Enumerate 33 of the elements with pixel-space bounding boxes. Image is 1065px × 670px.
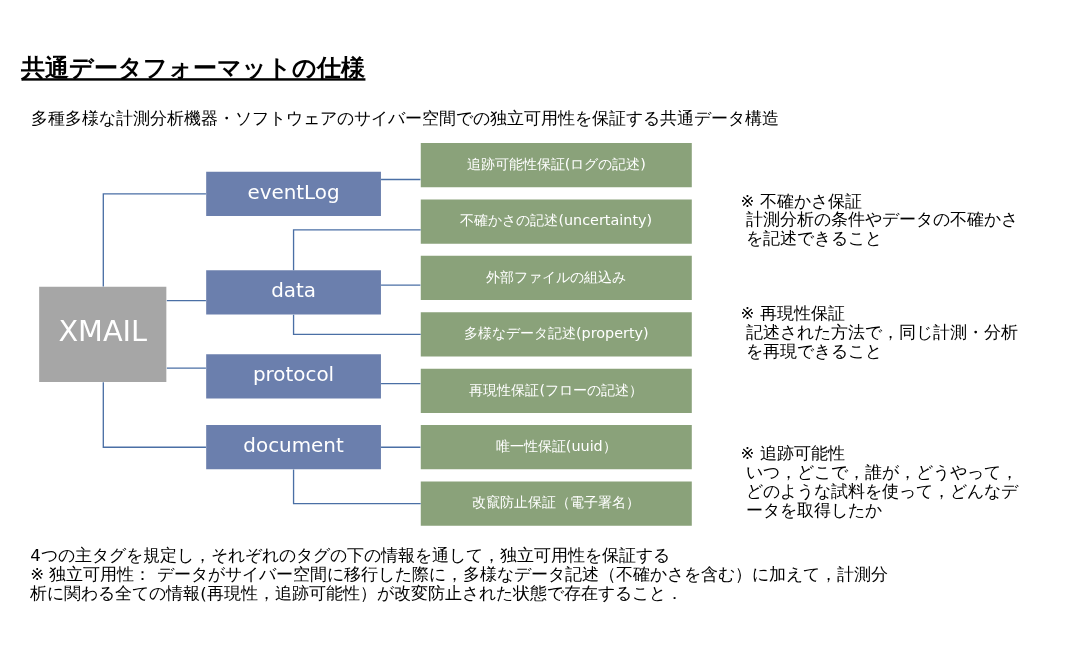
node-box: 追跡可能性保証(ログの記述) — [420, 142, 692, 187]
connector — [380, 382, 422, 384]
node-box: 不確かさの記述(uncertainty) — [420, 198, 692, 244]
connector — [102, 192, 207, 287]
label: ※ 追跡可能性 — [740, 443, 845, 463]
connector — [102, 381, 207, 448]
node-box: data — [206, 269, 381, 314]
label: 記述された方法で，同じ計測・分析を再現できること — [745, 322, 1018, 361]
node-box: XMAIL — [39, 286, 167, 382]
label: 4つの主タグを規定し，それぞれのタグの下の情報を通して，独立可用性を保証する — [30, 545, 670, 565]
connector — [166, 366, 207, 369]
connector — [292, 313, 422, 335]
node-box: 再現性保証(フローの記述） — [420, 368, 692, 413]
label: 計測分析の条件やデータの不確かさを記述できること — [745, 209, 1018, 248]
label: 多種多様な計測分析機器・ソフトウェアのサイバー空間での独立可用性を保証する共通データ構造 — [30, 108, 779, 128]
connector — [380, 178, 422, 180]
node-box: 外部ファイルの組込み — [420, 255, 692, 300]
connector — [380, 446, 422, 448]
label: ※ 不確かさ保証 — [740, 191, 862, 211]
diagram-title: 共通データフォーマットの仕様 — [21, 52, 366, 82]
node-box: 多様なデータ記述(property) — [420, 311, 692, 356]
label: ※ 独立可用性： データがサイバー空間に移行した際に，多様なデータ記述（不確かさを含む）に加えて，計測分析に関わる全ての情報(再現性，追跡可能性）が改変防止された状態で存在すること． — [30, 564, 888, 603]
node-box: protocol — [206, 353, 381, 399]
node-box: 改竄防止保証（電子署名） — [420, 481, 692, 526]
node-box: eventLog — [206, 171, 381, 216]
connector — [292, 468, 422, 504]
connector — [380, 284, 422, 286]
connector — [166, 299, 207, 301]
node-box: document — [206, 424, 381, 469]
connector — [292, 228, 422, 271]
label: ※ 再現性保証 — [740, 303, 845, 323]
node-box: 唯一性保証(uuid） — [420, 424, 692, 469]
label: いつ，どこで，誰が，どうやって，どのような試料を使って，どんなデータを取得したか — [745, 462, 1018, 520]
